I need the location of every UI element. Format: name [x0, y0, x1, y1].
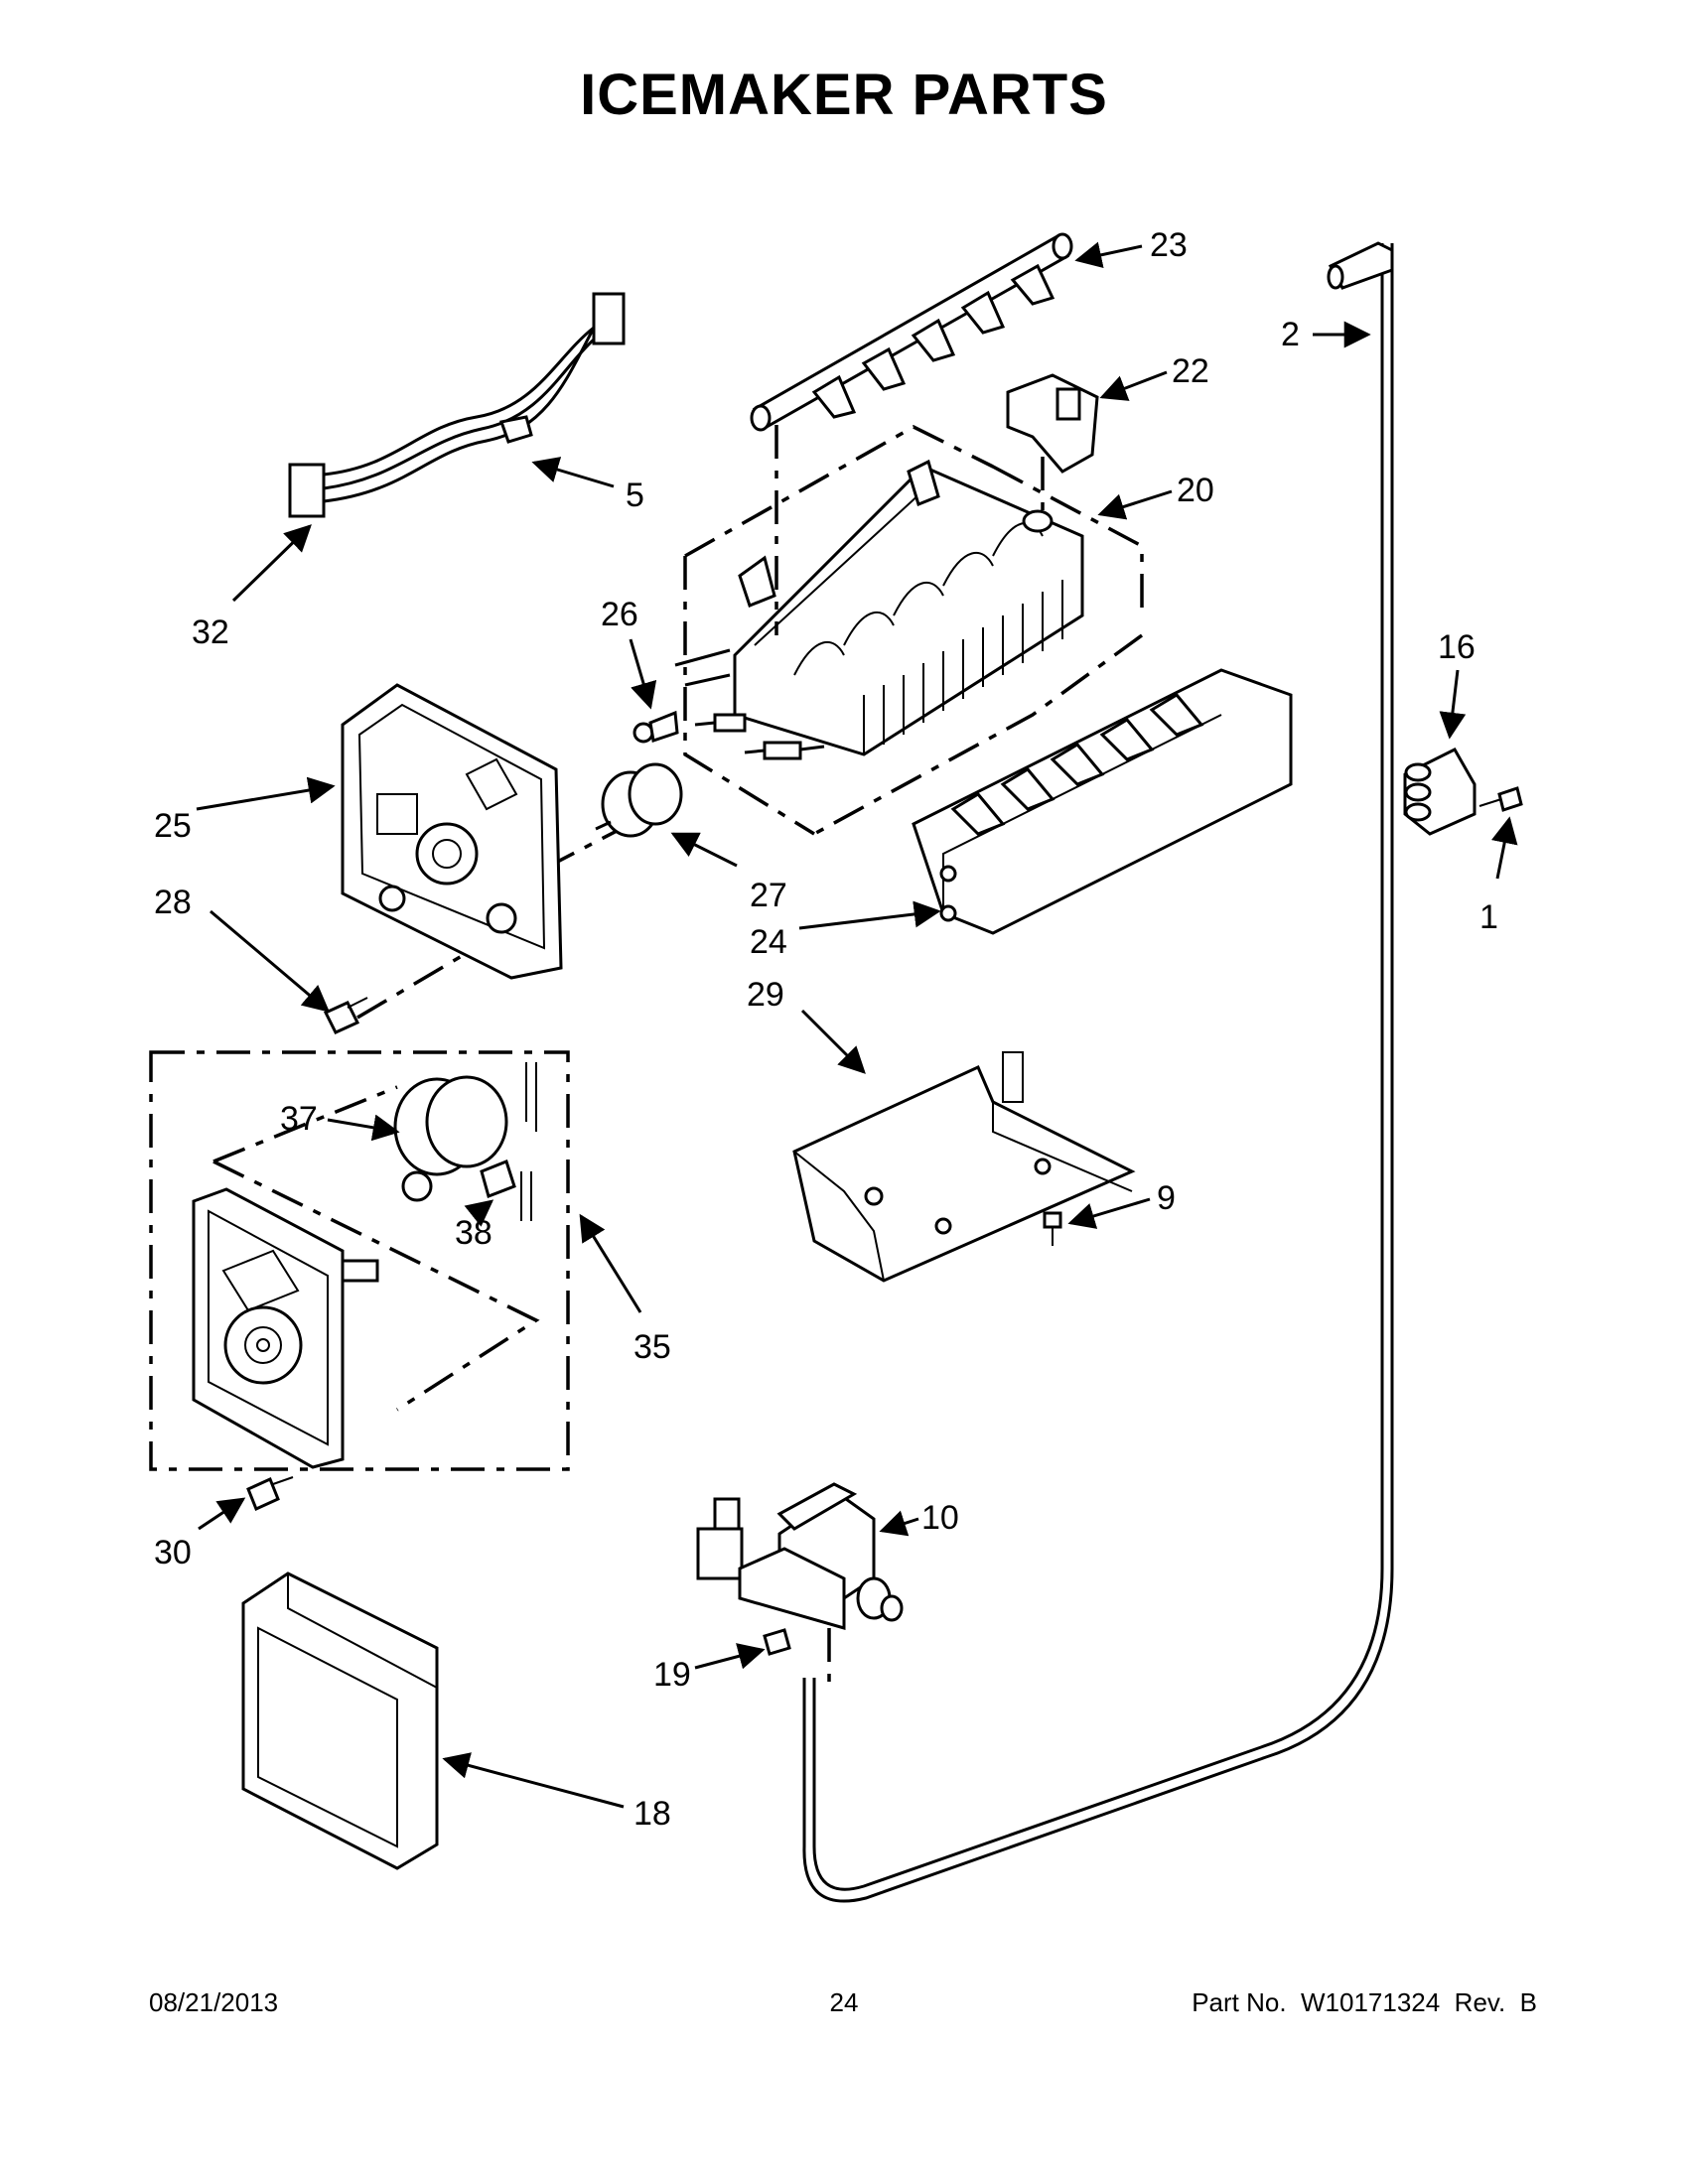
page-title: ICEMAKER PARTS: [580, 63, 1108, 127]
switch-part: [480, 1160, 516, 1198]
fill-cup-part: [912, 668, 1293, 935]
mold-assembly-outline: [683, 425, 1144, 836]
callout-23: 23: [1150, 226, 1188, 264]
bearing-part: [1006, 373, 1099, 474]
clip-part: [633, 710, 679, 744]
callout-19: 19: [653, 1656, 691, 1694]
footer-part-number: Part No. W10171324 Rev. B: [1192, 1987, 1537, 2017]
motor-part: [393, 1062, 537, 1221]
fill-tube-part: [802, 241, 1394, 1903]
callout-38: 38: [455, 1214, 492, 1252]
callout-18: 18: [633, 1795, 671, 1833]
callout-37: 37: [280, 1100, 318, 1138]
screw-19-part: [763, 1628, 791, 1656]
wire-harness-part: [288, 292, 626, 518]
screw-30-part: [246, 1476, 294, 1512]
callout-1: 1: [1479, 898, 1498, 936]
callout-30: 30: [154, 1534, 192, 1571]
thermostat-part: [595, 762, 683, 838]
motor-inner-guide: [212, 1085, 540, 1412]
bracket-part: [1403, 748, 1477, 836]
callout-28: 28: [154, 884, 192, 921]
module-plate-part: [192, 1187, 379, 1469]
callout-22: 22: [1172, 352, 1209, 390]
callout-16: 16: [1438, 628, 1476, 666]
screw-1-part: [1478, 786, 1523, 812]
shield-part: [792, 1051, 1136, 1283]
callout-2: 2: [1281, 316, 1300, 353]
callout-24: 24: [750, 923, 787, 961]
screw-28-part: [323, 997, 368, 1034]
leader-lines: [196, 241, 1518, 1809]
callout-29: 29: [747, 976, 784, 1014]
screw-guide-line: [356, 951, 468, 1020]
callout-10: 10: [921, 1499, 959, 1537]
footer-date: 08/21/2013: [149, 1987, 279, 2017]
callout-5: 5: [626, 477, 644, 514]
callout-9: 9: [1157, 1179, 1176, 1217]
screw-9-part: [1043, 1211, 1062, 1246]
callout-25: 25: [154, 807, 192, 845]
ejector-part: [750, 232, 1073, 432]
mold-part: [674, 459, 1084, 760]
callout-27: 27: [750, 877, 787, 914]
callout-26: 26: [601, 596, 638, 633]
motor-module-outline: [149, 1050, 570, 1471]
bin-cover-part: [241, 1571, 439, 1870]
callout-32: 32: [192, 614, 229, 651]
callout-20: 20: [1177, 472, 1214, 509]
water-valve-part: [696, 1482, 904, 1630]
footer-page-number: 24: [829, 1987, 859, 2017]
housing-part: [341, 683, 563, 980]
callout-35: 35: [633, 1328, 671, 1366]
